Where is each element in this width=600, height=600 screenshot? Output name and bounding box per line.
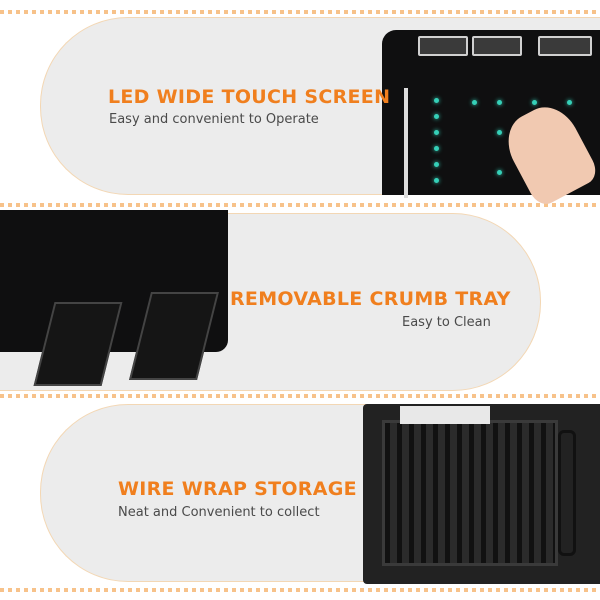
toaster-slot <box>538 36 592 56</box>
cord-wrap <box>558 430 576 556</box>
toaster-touch-panel-image <box>382 30 600 210</box>
feature-subtitle: Easy to Clean <box>402 315 491 330</box>
stitch-divider <box>0 588 600 592</box>
feature-subtitle: Easy and convenient to Operate <box>109 112 319 127</box>
toaster-slot <box>418 36 468 56</box>
rating-label <box>400 406 490 424</box>
feature-title: REMOVABLE CRUMB TRAY <box>230 288 511 310</box>
bottom-grille <box>382 420 558 566</box>
stitch-divider <box>0 203 600 207</box>
feature-title: LED WIDE TOUCH SCREEN <box>108 86 391 108</box>
stitch-divider <box>0 10 600 14</box>
lever <box>404 88 408 198</box>
stitch-divider <box>0 394 600 398</box>
hand-icon <box>496 96 600 210</box>
toaster-slot <box>472 36 522 56</box>
feature-subtitle: Neat and Convenient to collect <box>118 505 320 520</box>
feature-title: WIRE WRAP STORAGE <box>118 478 357 500</box>
